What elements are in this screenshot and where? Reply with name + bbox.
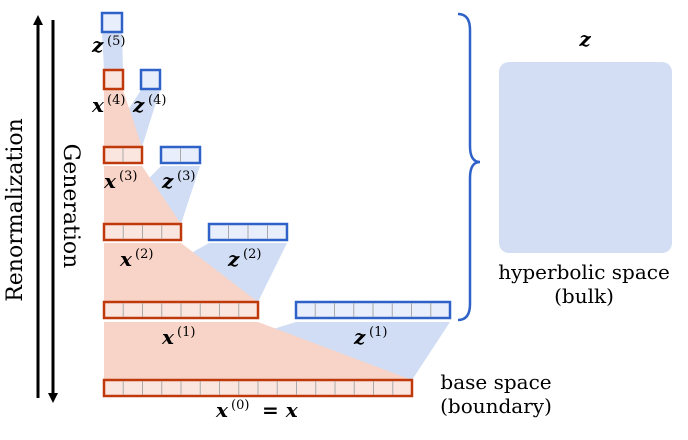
label-x2-sup: (2) xyxy=(135,247,153,262)
block-z3 xyxy=(159,145,202,165)
block-z2 xyxy=(207,222,289,242)
label-x1: x (1) xyxy=(161,325,195,349)
label-x0: x (0) = x xyxy=(215,398,299,422)
label-z5-sup: (5) xyxy=(107,34,125,49)
label-z2: z (2) xyxy=(227,247,261,271)
label-x0-eq: = x xyxy=(262,398,299,422)
block-z5 xyxy=(100,11,124,34)
block-z4-frame xyxy=(139,68,162,91)
shade-x4-to-z5 xyxy=(102,32,123,70)
label-x0-sup: (0) xyxy=(231,398,249,413)
bulk-brace xyxy=(457,12,481,322)
label-x2-var: x xyxy=(119,247,133,271)
label-x3-var: x xyxy=(103,169,117,193)
shading-layer xyxy=(102,32,450,380)
label-x0-var: x xyxy=(215,398,229,422)
label-x4-sup: (4) xyxy=(107,93,125,108)
block-x4 xyxy=(102,68,125,91)
block-x1 xyxy=(102,300,260,320)
label-z3-var: z xyxy=(161,169,174,193)
z-panel-title: z xyxy=(578,27,591,51)
block-z4 xyxy=(139,68,162,91)
label-z1: z (1) xyxy=(353,325,387,349)
shade-x2-to-x3 xyxy=(104,166,181,224)
block-x2 xyxy=(102,222,183,242)
label-z4-var: z xyxy=(132,93,145,117)
label-z2-sup: (2) xyxy=(243,247,261,262)
block-z1 xyxy=(294,300,452,320)
block-x3 xyxy=(102,145,144,165)
base-caption-line1: base space xyxy=(440,370,551,394)
label-z2-var: z xyxy=(227,247,240,271)
shade-x3-to-x4 xyxy=(104,90,142,147)
block-x4-frame xyxy=(102,68,125,91)
label-x3: x (3) xyxy=(103,169,137,193)
generation-label: Generation xyxy=(58,144,83,269)
label-z4-sup: (4) xyxy=(148,93,166,108)
label-x1-var: x xyxy=(161,325,175,349)
shade-x0-to-x1 xyxy=(104,322,412,380)
label-z3-sup: (3) xyxy=(177,169,195,184)
block-z5-frame xyxy=(100,11,124,34)
label-z4: z (4) xyxy=(132,93,166,117)
label-z5-var: z xyxy=(91,33,104,57)
label-x4-var: x xyxy=(91,93,105,117)
hyperbolic-caption-line1: hyperbolic space xyxy=(498,260,670,284)
hyperbolic-caption-line2: (bulk) xyxy=(554,284,614,308)
label-z1-sup: (1) xyxy=(369,325,387,340)
hyperbolic-panel xyxy=(499,62,672,253)
label-x2: x (2) xyxy=(119,247,153,271)
shade-x1-to-x2 xyxy=(104,243,258,302)
label-x4: x (4) xyxy=(91,93,125,117)
label-x3-sup: (3) xyxy=(119,169,137,184)
renormalization-label: Renormalization xyxy=(3,118,28,302)
block-x0 xyxy=(102,378,414,398)
label-x1-sup: (1) xyxy=(177,325,195,340)
label-z5: z (5) xyxy=(91,33,125,57)
base-caption-line2: (boundary) xyxy=(440,394,552,418)
label-z3: z (3) xyxy=(161,169,195,193)
label-z1-var: z xyxy=(353,325,366,349)
